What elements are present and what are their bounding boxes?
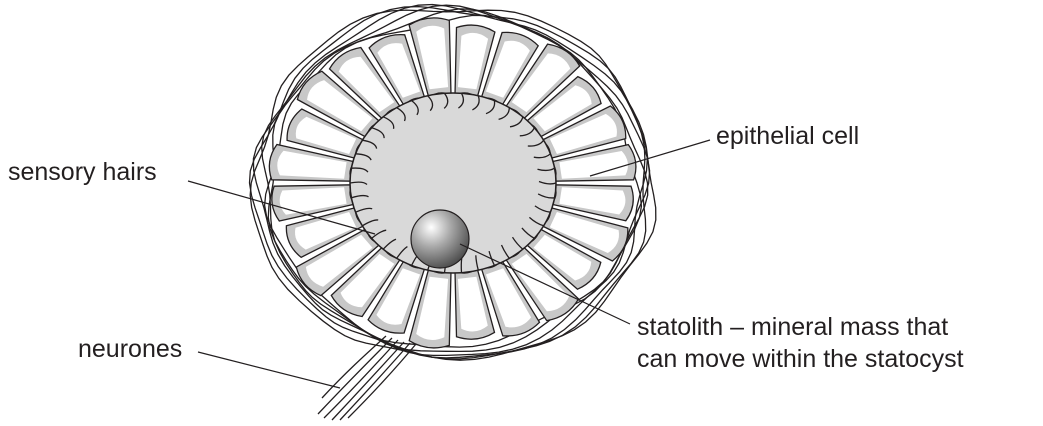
label-statolith-line2: can move within the statocyst [637, 344, 964, 374]
label-sensory-hairs: sensory hairs [8, 157, 157, 187]
leader-neurones [198, 352, 340, 388]
label-epithelial-cell: epithelial cell [716, 121, 859, 151]
label-statolith-line1: statolith – mineral mass that [637, 312, 948, 342]
label-neurones: neurones [78, 334, 182, 364]
sensory-hair [461, 258, 462, 273]
statolith [411, 210, 469, 268]
